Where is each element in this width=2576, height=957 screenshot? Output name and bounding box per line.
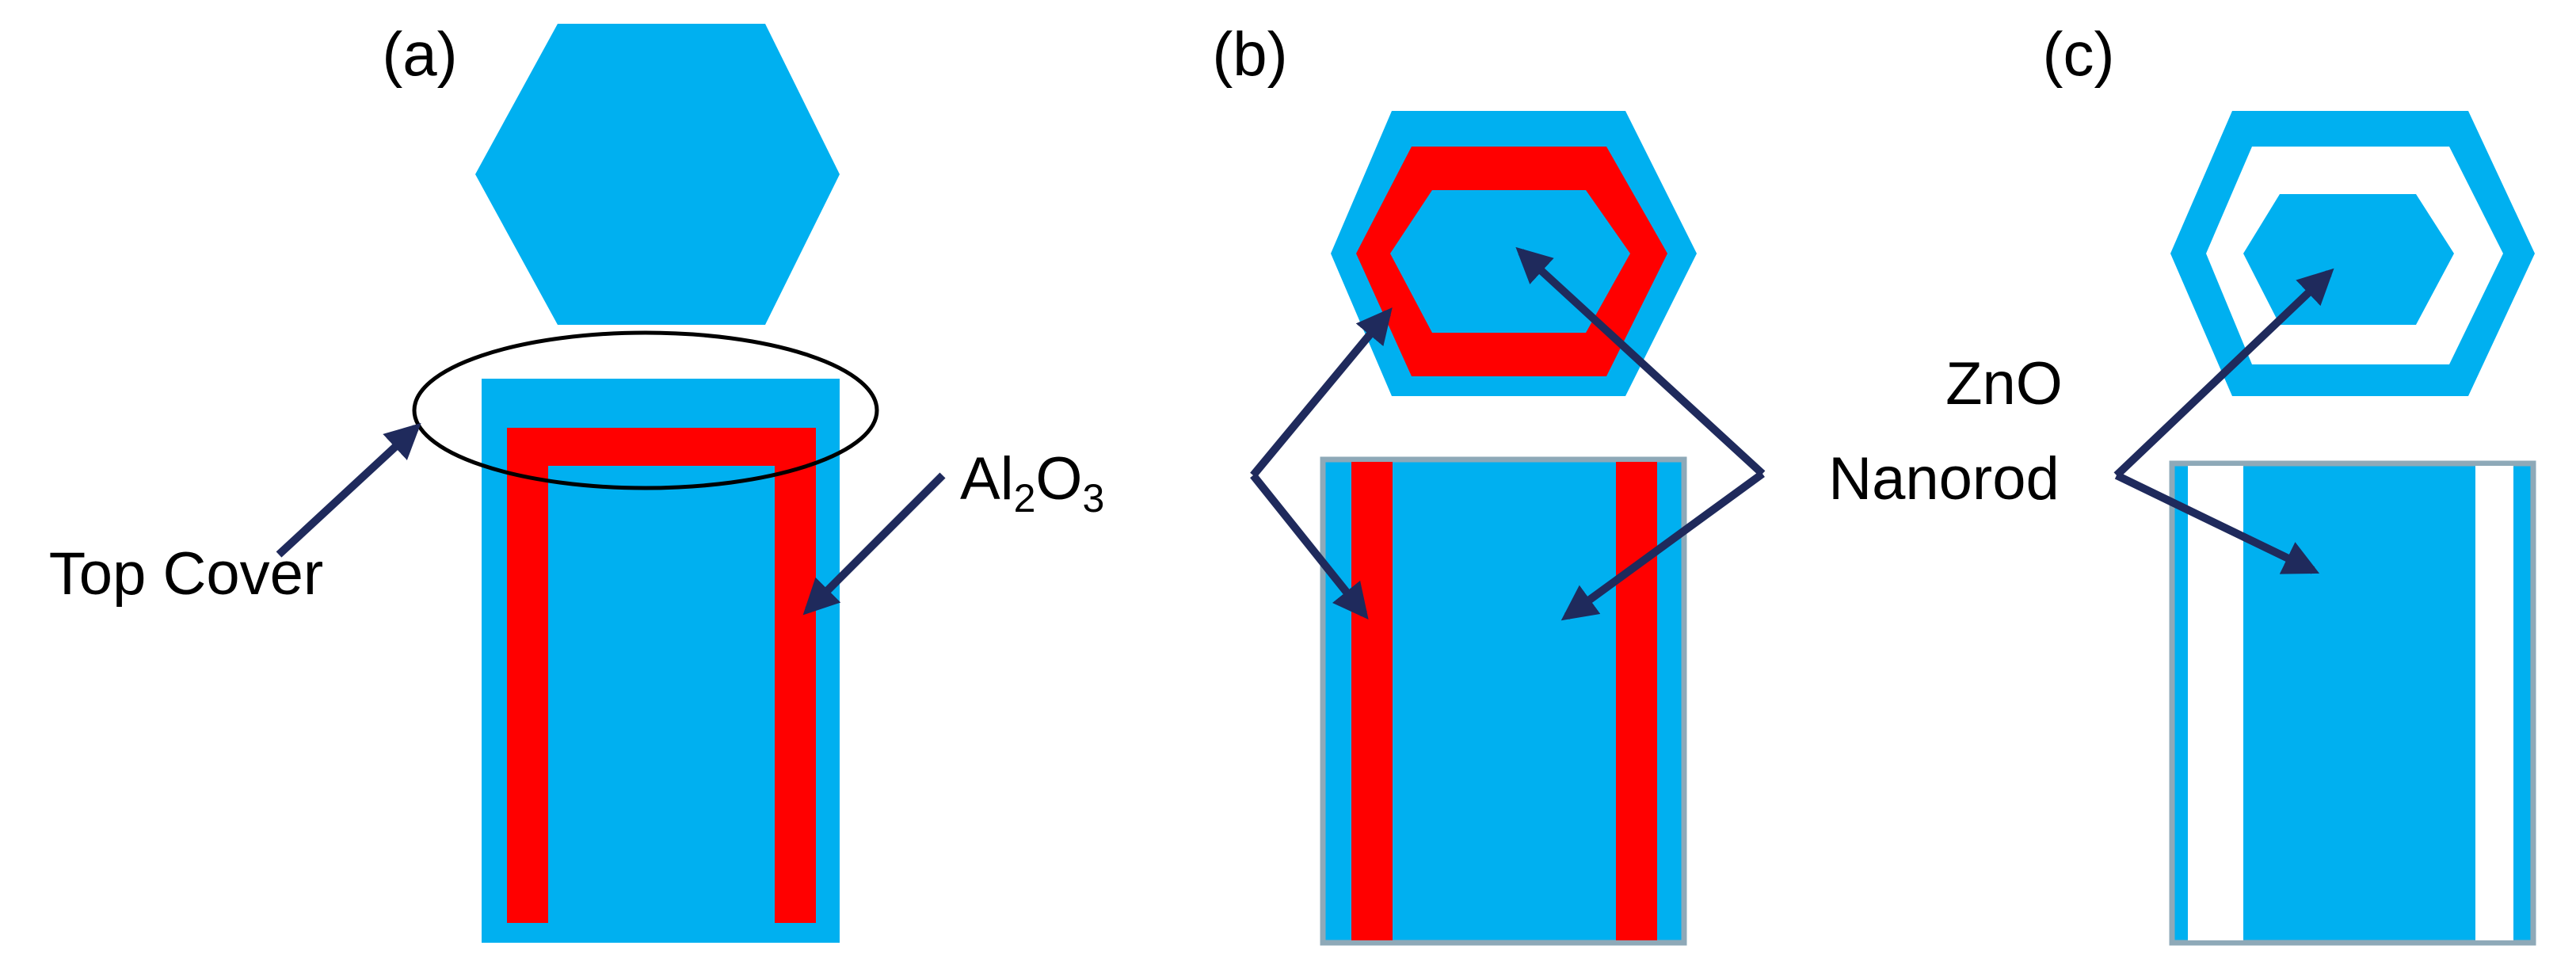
arrow-icon [1250,307,1393,478]
arrow-icon [276,422,421,558]
panel-a-hexagon-top-view [475,24,840,325]
top-cover-label: Top Cover [49,540,323,608]
al2o3-label-sub: 3 [1083,476,1105,520]
arrow-icon [2114,471,2320,574]
zno-label-line2: Nanorod [1828,445,2060,513]
arrow-icon [1560,470,1765,621]
al2o3-label-sub: 2 [1014,476,1036,520]
al2o3-label: Al2O3 [960,445,1104,520]
panel-a-top-cover-ellipse [412,330,879,490]
panel-c: ZnO Nanorod [1828,111,2536,946]
arrow-icon [1250,472,1369,620]
al2o3-label-part: Al [960,445,1014,513]
panel-label-b: (b) [1212,19,1287,89]
panel-a: Top Cover Al2O3 [49,24,1104,943]
arrow-icon [1515,246,1766,477]
al2o3-label-part: O [1035,445,1082,513]
panel-b-al2o3-stripe-left [1351,462,1393,940]
panel-c-void-stripe-right [2475,466,2513,940]
panel-c-void-stripe-left [2188,466,2243,940]
panel-b-al2o3-stripe-right [1616,462,1657,940]
arrow-icon [2113,268,2334,478]
panel-label-c: (c) [2043,19,2115,89]
panel-c-hexagon-inner-zno [2243,194,2454,325]
panel-b-hexagon-inner-zno [1390,190,1630,333]
zno-label-line1: ZnO [1945,350,2063,417]
panel-label-a: (a) [382,19,457,89]
panel-b [1250,111,1766,946]
arrow-icon [802,472,946,616]
